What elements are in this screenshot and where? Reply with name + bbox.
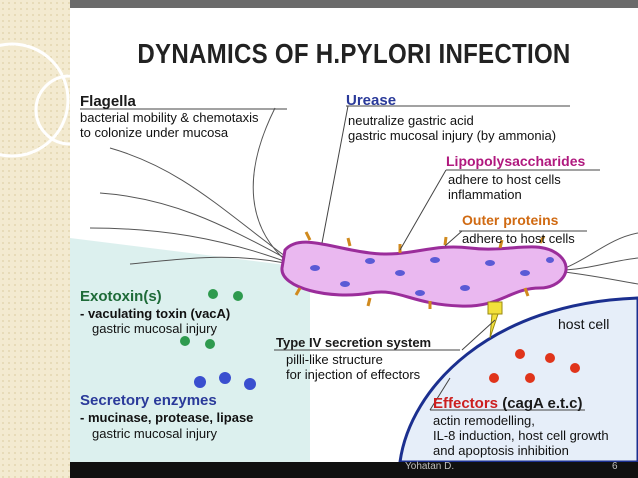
flagella-heading: Flagella bbox=[80, 93, 136, 110]
bacterium-granules bbox=[310, 257, 554, 296]
urease-line1: neutralize gastric acid bbox=[348, 113, 474, 128]
lps-line2: inflammation bbox=[448, 187, 522, 202]
urease-heading: Urease bbox=[346, 92, 397, 109]
exotoxin-dots bbox=[180, 289, 243, 349]
footer-bar bbox=[70, 462, 638, 478]
effectors-line1: actin remodelling, bbox=[433, 413, 535, 428]
flagella-line2: to colonize under mucosa bbox=[80, 125, 229, 140]
outer-protein-spikes bbox=[294, 231, 546, 309]
type-iv-line1: pilli-like structure bbox=[286, 352, 383, 367]
effectors-line2: IL-8 induction, host cell growth bbox=[433, 428, 609, 443]
flagella-line1: bacterial mobility & chemotaxis bbox=[80, 110, 259, 125]
secretory-line1: - mucinase, protease, lipase bbox=[80, 410, 254, 425]
outer-proteins-line1: adhere to host cells bbox=[462, 231, 575, 246]
effectors-heading-suffix: (cagA e.t.c) bbox=[498, 395, 583, 412]
urease-line2: gastric mucosal injury (by ammonia) bbox=[348, 128, 557, 143]
diagram-graphics bbox=[70, 105, 638, 462]
footer-page-number: 6 bbox=[612, 461, 618, 472]
lps-line1: adhere to host cells bbox=[448, 172, 561, 187]
effectors-heading-main: Effectors bbox=[433, 395, 499, 412]
flagella bbox=[89, 107, 638, 285]
exotoxin-line1: - vaculating toxin (vacA) bbox=[80, 306, 231, 321]
left-decorative-strip bbox=[0, 0, 70, 478]
page-title: DYNAMICS OF H.PYLORI INFECTION bbox=[137, 38, 571, 69]
top-bar bbox=[70, 0, 638, 8]
secretory-heading: Secretory enzymes bbox=[80, 392, 217, 409]
bacterium-body bbox=[280, 240, 568, 308]
lps-heading: Lipopolysaccharides bbox=[446, 153, 586, 169]
exotoxin-heading: Exotoxin(s) bbox=[80, 288, 162, 305]
outer-proteins-heading: Outer proteins bbox=[462, 212, 559, 228]
host-cell bbox=[398, 296, 638, 462]
exotoxin-line2: gastric mucosal injury bbox=[92, 321, 217, 336]
circle-decoration bbox=[0, 42, 80, 158]
leader-lines bbox=[80, 105, 600, 411]
footer-author: Yohatan D. bbox=[405, 461, 455, 472]
secretory-enzyme-dots bbox=[194, 372, 256, 390]
effector-dots bbox=[489, 349, 580, 383]
effectors-heading: Effectors (cagA e.t.c) bbox=[433, 395, 583, 412]
secretory-line2: gastric mucosal injury bbox=[92, 426, 217, 441]
type-iv-secretion-system bbox=[487, 301, 503, 339]
exotoxin-diffusion-area bbox=[70, 238, 310, 462]
type-iv-line2: for injection of effectors bbox=[286, 367, 421, 382]
host-cell-label: host cell bbox=[558, 316, 610, 332]
type-iv-heading: Type IV secretion system bbox=[276, 335, 432, 350]
effectors-line3: and apoptosis inhibition bbox=[433, 443, 569, 458]
